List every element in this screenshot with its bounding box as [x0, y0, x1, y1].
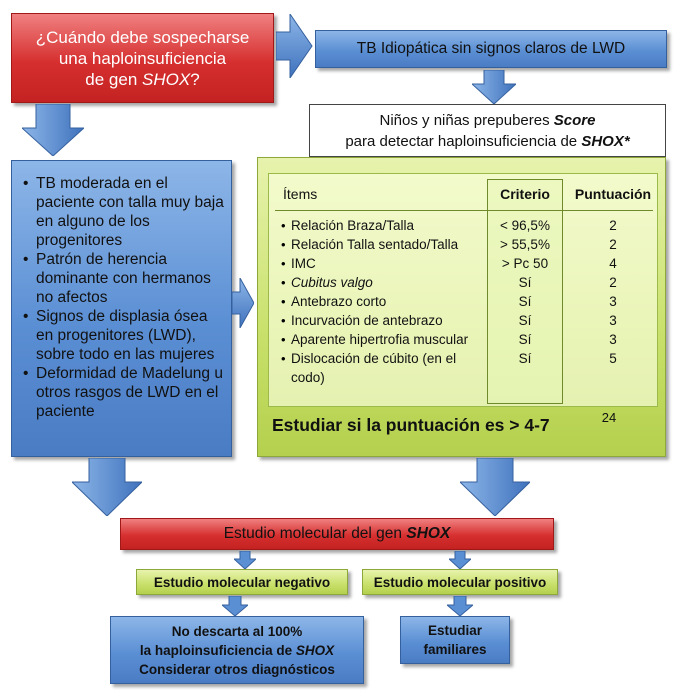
idiopathic-text: TB Idiopática sin signos claros de LWD	[356, 40, 626, 57]
score-title-box: Niños y niñas prepuberes Score para dete…	[309, 104, 666, 157]
study-recommendation: Estudiar si la puntuación es > 4-7	[272, 415, 550, 435]
negative-conclusion-line2: la haploinsuficiencia de SHOX	[139, 642, 335, 658]
score-title-line2: para detectar haploinsuficiencia de SHOX…	[345, 132, 630, 150]
criteria-list: TB moderada en el paciente con talla muy…	[20, 174, 225, 421]
question-line2: una haploinsuficiencia	[58, 48, 227, 68]
positive-conclusion-box: Estudiar familiares	[400, 616, 510, 664]
total-score: 24	[601, 410, 617, 425]
row-criterion: > 55,5%	[500, 237, 550, 252]
bullet-icon: •	[281, 294, 286, 309]
negative-result-text: Estudio molecular negativo	[153, 574, 331, 590]
row-criterion: Sí	[518, 313, 532, 328]
question-line1: ¿Cuándo debe sospecharse	[35, 27, 250, 47]
items-header: Ítems	[283, 186, 318, 202]
molecular-study-box: Estudio molecular del gen SHOX	[120, 518, 554, 550]
points-header: Puntuación	[574, 186, 652, 202]
arrow-right-icon	[276, 14, 314, 78]
list-item: Signos de displasia ósea en progenitores…	[23, 307, 225, 364]
row-criterion: Sí	[518, 294, 532, 309]
row-points: 2	[609, 237, 617, 252]
arrow-down-icon	[234, 551, 256, 569]
positive-result-text: Estudio molecular positivo	[373, 574, 547, 590]
question-line3: de gen SHOX?	[85, 69, 200, 89]
row-criterion: < 96,5%	[500, 218, 550, 233]
negative-conclusion-line1: No descarta al 100%	[171, 623, 303, 639]
question-box: ¿Cuándo debe sospecharse una haploinsufi…	[11, 13, 274, 103]
bullet-icon: •	[281, 332, 286, 347]
criterion-column	[487, 179, 563, 404]
row-points: 5	[609, 351, 617, 366]
bullet-icon: •	[281, 351, 286, 366]
row-criterion: > Pc 50	[501, 256, 549, 271]
bullet-icon: •	[281, 237, 286, 252]
row-item: Dislocación de cúbito (en el codo)	[291, 351, 457, 385]
arrow-right-icon	[232, 278, 254, 328]
row-points: 3	[609, 332, 617, 347]
bullet-icon: •	[281, 218, 286, 233]
row-item: IMC	[291, 256, 316, 271]
score-rows: • Relación Braza/Talla < 96,5% 2 • Relación T…	[269, 216, 659, 406]
arrow-down-icon	[222, 596, 248, 616]
row-item: Relación Talla sentado/Talla	[291, 237, 459, 252]
positive-conclusion-line1: Estudiar	[427, 623, 482, 638]
row-points: 2	[609, 218, 617, 233]
list-item: Deformidad de Madelung u otros rasgos de…	[23, 364, 225, 421]
row-item: Incurvación de antebrazo	[291, 313, 443, 328]
positive-result-box: Estudio molecular positivo	[362, 569, 558, 595]
list-item: Patrón de herencia dominante con hermano…	[23, 250, 225, 307]
row-item: Antebrazo corto	[291, 294, 387, 309]
negative-result-box: Estudio molecular negativo	[136, 569, 348, 595]
header-divider	[275, 210, 653, 211]
bullet-icon: •	[281, 313, 286, 328]
arrow-down-icon	[449, 551, 471, 569]
row-item: Cubitus valgo	[291, 275, 373, 290]
list-item: TB moderada en el paciente con talla muy…	[23, 174, 225, 250]
idiopathic-box: TB Idiopática sin signos claros de LWD	[315, 30, 667, 68]
row-criterion: Sí	[518, 332, 532, 347]
row-points: 3	[609, 313, 617, 328]
arrow-down-icon	[460, 458, 530, 516]
bullet-icon: •	[281, 275, 286, 290]
criterion-header: Criterio	[500, 186, 550, 202]
score-table-area: Ítems Criterio Puntuación • Relación Braz…	[268, 173, 658, 407]
arrow-down-icon	[22, 104, 84, 156]
positive-conclusion-line2: familiares	[423, 642, 487, 657]
arrow-down-icon	[72, 458, 142, 516]
score-title-line1: Niños y niñas prepuberes Score	[379, 111, 596, 129]
criteria-box: TB moderada en el paciente con talla muy…	[11, 160, 232, 457]
arrow-down-icon	[472, 70, 516, 104]
row-item: Aparente hipertrofia muscular	[291, 332, 469, 347]
arrow-down-icon	[447, 596, 473, 616]
row-points: 4	[609, 256, 617, 271]
negative-conclusion-line3: Considerar otros diagnósticos	[139, 661, 335, 677]
row-item: Relación Braza/Talla	[291, 218, 415, 233]
row-criterion: Sí	[518, 351, 532, 366]
row-points: 2	[609, 275, 617, 290]
row-points: 3	[609, 294, 617, 309]
negative-conclusion-box: No descarta al 100% la haploinsuficienci…	[110, 616, 364, 684]
score-panel: Ítems Criterio Puntuación • Relación Braz…	[257, 157, 666, 457]
bullet-icon: •	[281, 256, 286, 271]
row-criterion: Sí	[518, 275, 532, 290]
molecular-study-text: Estudio molecular del gen SHOX	[223, 525, 451, 542]
